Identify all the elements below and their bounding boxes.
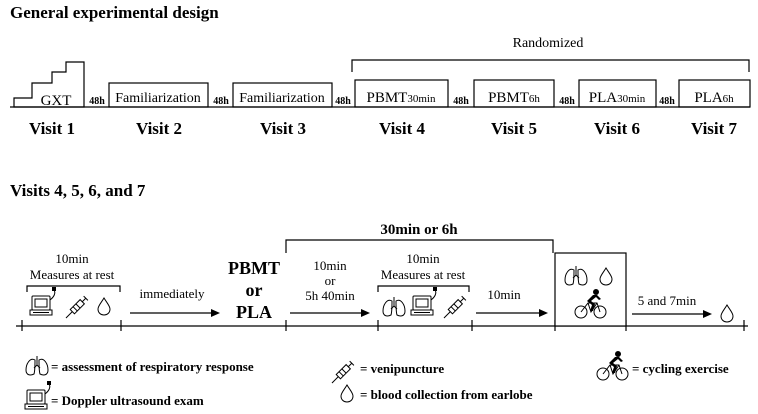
rest-bracket-1 bbox=[26, 285, 121, 292]
arrowhead-wait bbox=[361, 309, 370, 317]
syringe-icon bbox=[329, 360, 355, 386]
session-label-2: PBMT6h bbox=[488, 90, 540, 106]
session-label-3: PLA30min bbox=[589, 90, 646, 106]
bike-icon bbox=[596, 350, 629, 381]
visit-label-6: Visit 6 bbox=[594, 119, 640, 138]
rest-time-1: 10min bbox=[55, 251, 89, 266]
legend-drop: = blood collection from earlobe bbox=[360, 387, 533, 402]
gap-label-2: 48h bbox=[213, 96, 229, 107]
visit-label-1: Visit 1 bbox=[29, 119, 75, 138]
visit-label-7: Visit 7 bbox=[691, 119, 738, 138]
doppler-icon bbox=[29, 286, 57, 316]
drop-icon bbox=[340, 384, 354, 403]
familiarization-label-2: Familiarization bbox=[239, 91, 325, 106]
session-box-4 bbox=[678, 79, 751, 108]
lungs-icon bbox=[25, 355, 49, 376]
gap-label-5: 48h bbox=[559, 96, 575, 107]
familiarization-box-1 bbox=[108, 82, 209, 108]
doppler-icon bbox=[24, 380, 52, 410]
treatment-line-2: or bbox=[246, 280, 263, 300]
legend-doppler: = Doppler ultrasound exam bbox=[51, 393, 204, 408]
gap-label-3: 48h bbox=[335, 96, 351, 107]
rest-label-2: Measures at rest bbox=[381, 267, 466, 282]
syringe-icon bbox=[441, 295, 467, 321]
arrowhead-after bbox=[539, 309, 548, 317]
rest-label-1: Measures at rest bbox=[30, 267, 115, 282]
after-label: 10min bbox=[487, 287, 521, 302]
doppler-icon bbox=[410, 286, 438, 316]
visit-label-4: Visit 4 bbox=[379, 119, 426, 138]
drop-icon bbox=[97, 297, 111, 316]
final-label: 5 and 7min bbox=[638, 293, 697, 308]
rest-bracket-2 bbox=[377, 285, 470, 292]
treatment-line-1: PBMT bbox=[228, 258, 280, 278]
legend: = assessment of respiratory response = D… bbox=[24, 350, 729, 410]
randomized-label: Randomized bbox=[513, 36, 584, 51]
legend-lungs: = assessment of respiratory response bbox=[51, 359, 254, 374]
wait-line-3: 5h 40min bbox=[305, 288, 355, 303]
immediately-label: immediately bbox=[140, 286, 205, 301]
familiarization-label-1: Familiarization bbox=[115, 91, 201, 106]
gap-label-4: 48h bbox=[453, 96, 469, 107]
visit-label-2: Visit 2 bbox=[136, 119, 182, 138]
design-title: General experimental design bbox=[10, 3, 219, 22]
session-label-1: PBMT30min bbox=[367, 90, 436, 106]
syringe-icon bbox=[63, 295, 89, 321]
legend-syringe: = venipuncture bbox=[360, 361, 444, 376]
arrowhead-immediately bbox=[211, 309, 220, 317]
gap-label-1: 48h bbox=[89, 96, 105, 107]
rest-time-2: 10min bbox=[406, 251, 440, 266]
session-label-4: PLA6h bbox=[694, 90, 734, 106]
arrowhead-final bbox=[703, 310, 712, 318]
lungs-icon bbox=[382, 296, 406, 317]
wait-line-1: 10min bbox=[313, 258, 347, 273]
legend-bike: = cycling exercise bbox=[632, 361, 729, 376]
gxt-box: GXT bbox=[13, 61, 85, 109]
wait-line-2: or bbox=[325, 273, 337, 288]
drop-icon bbox=[720, 304, 734, 323]
duration-label: 30min or 6h bbox=[380, 222, 458, 238]
session-box-1 bbox=[354, 79, 449, 108]
treatment-line-3: PLA bbox=[236, 302, 272, 322]
timeline-title: Visits 4, 5, 6, and 7 bbox=[10, 181, 146, 200]
randomized-bracket: Randomized bbox=[351, 36, 750, 72]
visit-label-3: Visit 3 bbox=[260, 119, 306, 138]
duration-bracket: 30min or 6h bbox=[285, 222, 554, 253]
session-box-2 bbox=[473, 79, 555, 108]
visit-label-5: Visit 5 bbox=[491, 119, 537, 138]
exercise-box bbox=[554, 252, 627, 327]
gap-label-6: 48h bbox=[659, 96, 675, 107]
gxt-label: GXT bbox=[41, 93, 72, 109]
